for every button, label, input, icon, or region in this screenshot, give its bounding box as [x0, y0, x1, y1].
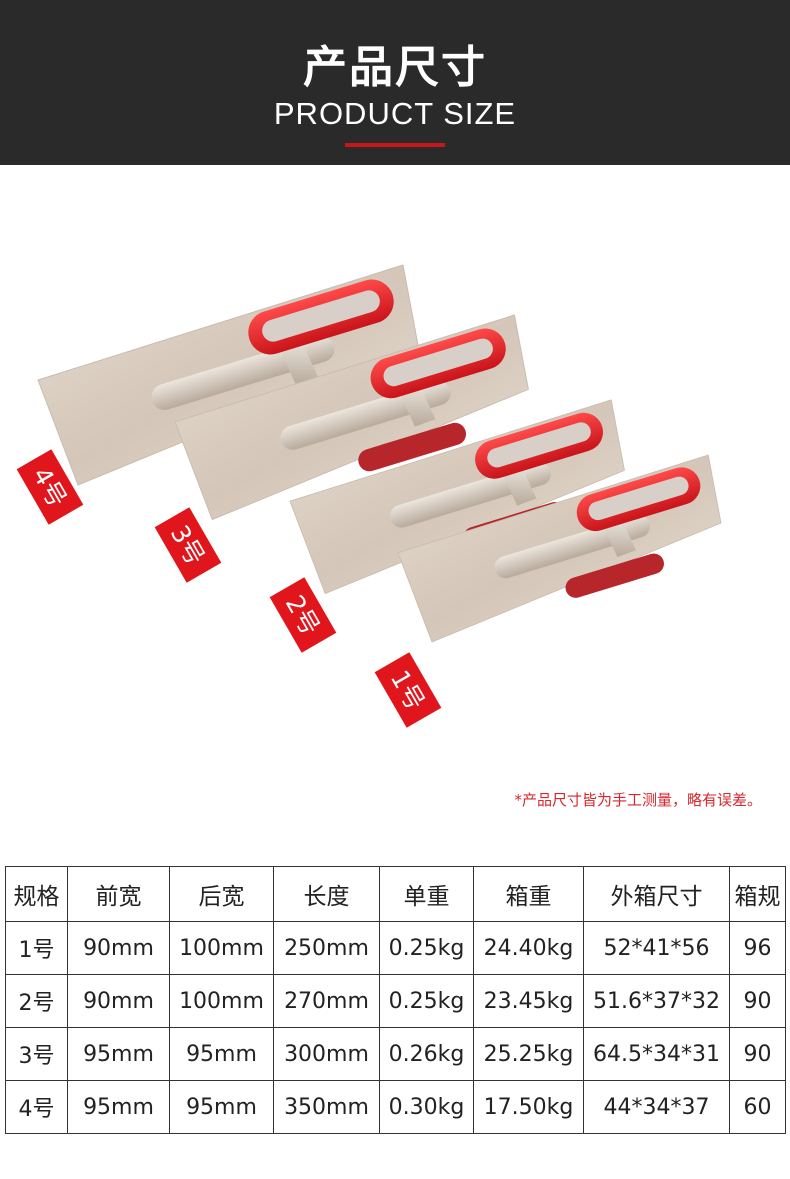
cell-back-width: 95mm: [169, 1027, 274, 1081]
col-header-box-size: 外箱尺寸: [583, 866, 730, 922]
cell-back-width: 100mm: [169, 921, 274, 975]
measurement-note: *产品尺寸皆为手工测量，略有误差。: [514, 791, 762, 809]
spec-table: 规格 前宽 后宽 长度 单重 箱重 外箱尺寸 箱规 1号 90mm 100mm …: [5, 866, 786, 1134]
col-header-box-qty: 箱规: [729, 866, 786, 922]
cell-box-size: 51.6*37*32: [583, 974, 730, 1028]
cell-unit-weight: 0.26kg: [379, 1027, 474, 1081]
cell-spec: 2号: [5, 974, 68, 1028]
cell-front-width: 90mm: [67, 974, 170, 1028]
cell-length: 250mm: [273, 921, 380, 975]
cell-box-size: 44*34*37: [583, 1080, 730, 1134]
cell-box-size: 52*41*56: [583, 921, 730, 975]
cell-length: 350mm: [273, 1080, 380, 1134]
cell-spec: 4号: [5, 1080, 68, 1134]
col-header-length: 长度: [273, 866, 380, 922]
cell-box-weight: 23.45kg: [473, 974, 584, 1028]
cell-unit-weight: 0.30kg: [379, 1080, 474, 1134]
page-subtitle: PRODUCT SIZE: [273, 96, 517, 131]
cell-unit-weight: 0.25kg: [379, 921, 474, 975]
cell-spec: 3号: [5, 1027, 68, 1081]
page-title: 产品尺寸: [303, 42, 487, 93]
cell-box-qty: 60: [729, 1080, 786, 1134]
cell-spec: 1号: [5, 921, 68, 975]
table-row: 2号 90mm 100mm 270mm 0.25kg 23.45kg 51.6*…: [5, 974, 786, 1028]
cell-box-qty: 90: [729, 1027, 786, 1081]
cell-box-weight: 25.25kg: [473, 1027, 584, 1081]
col-header-box-weight: 箱重: [473, 866, 584, 922]
trowel-illustration: 4号 3号 2号 1号: [16, 264, 722, 728]
cell-unit-weight: 0.25kg: [379, 974, 474, 1028]
cell-length: 270mm: [273, 974, 380, 1028]
cell-box-qty: 90: [729, 974, 786, 1028]
table-row: 3号 95mm 95mm 300mm 0.26kg 25.25kg 64.5*3…: [5, 1027, 786, 1081]
col-header-front-width: 前宽: [67, 866, 170, 922]
size-tag-1: 1号: [374, 652, 442, 728]
cell-back-width: 100mm: [169, 974, 274, 1028]
cell-box-weight: 17.50kg: [473, 1080, 584, 1134]
cell-back-width: 95mm: [169, 1080, 274, 1134]
cell-front-width: 95mm: [67, 1080, 170, 1134]
title-underline: [345, 143, 445, 147]
col-header-spec: 规格: [5, 866, 68, 922]
header-banner: 产品尺寸 PRODUCT SIZE: [0, 0, 790, 165]
cell-front-width: 95mm: [67, 1027, 170, 1081]
cell-length: 300mm: [273, 1027, 380, 1081]
cell-box-weight: 24.40kg: [473, 921, 584, 975]
cell-box-size: 64.5*34*31: [583, 1027, 730, 1081]
table-header-row: 规格 前宽 后宽 长度 单重 箱重 外箱尺寸 箱规: [5, 866, 786, 922]
table-row: 4号 95mm 95mm 350mm 0.30kg 17.50kg 44*34*…: [5, 1080, 786, 1134]
cell-box-qty: 96: [729, 921, 786, 975]
col-header-back-width: 后宽: [169, 866, 274, 922]
cell-front-width: 90mm: [67, 921, 170, 975]
table-row: 1号 90mm 100mm 250mm 0.25kg 24.40kg 52*41…: [5, 921, 786, 975]
col-header-unit-weight: 单重: [379, 866, 474, 922]
